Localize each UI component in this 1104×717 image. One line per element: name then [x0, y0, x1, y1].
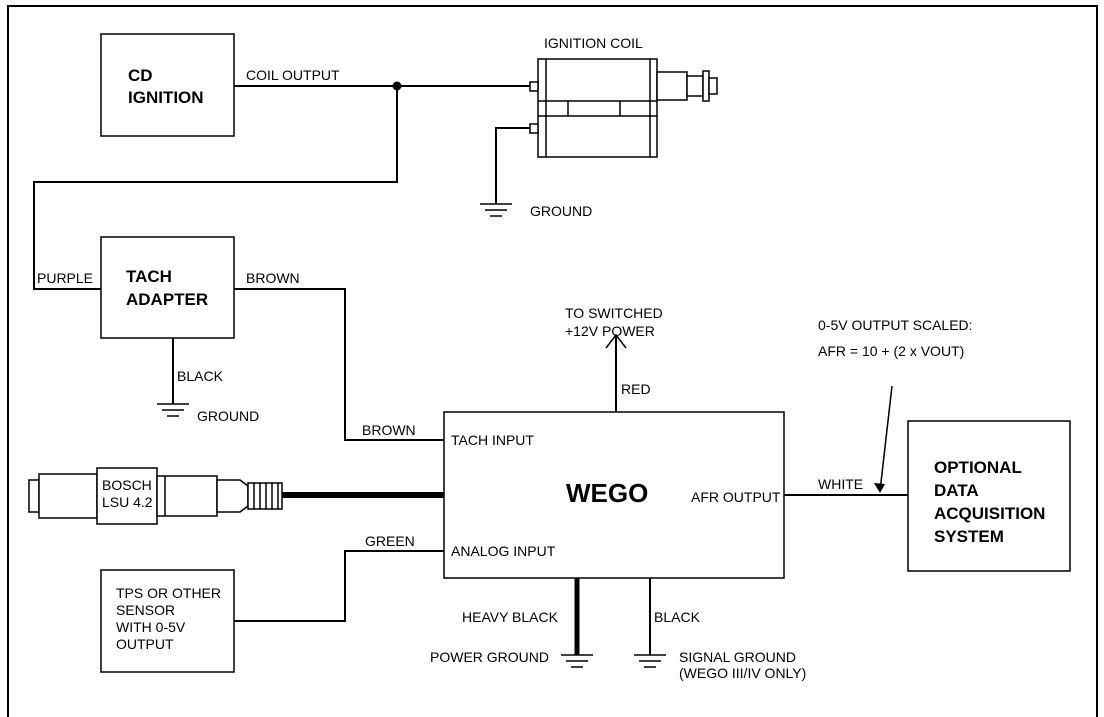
coil-ground-label: GROUND: [530, 203, 592, 219]
switched-power-line1: TO SWITCHED: [565, 305, 663, 321]
coil-output-label: COIL OUTPUT: [246, 67, 340, 83]
data-acquisition-label-line2: DATA: [934, 481, 979, 500]
brown-wire-label-bottom: BROWN: [362, 422, 416, 438]
data-acquisition-box: OPTIONAL DATA ACQUISITION SYSTEM: [907, 420, 1071, 572]
pointer-line: [879, 385, 893, 492]
data-acquisition-label-line1: OPTIONAL: [934, 458, 1022, 477]
signal-ground-icon: [634, 654, 666, 668]
purple-wire-label: PURPLE: [37, 270, 93, 286]
cd-ignition-box: CD IGNITION: [100, 33, 235, 137]
diagram-frame: [7, 5, 1098, 717]
red-wire-label: RED: [621, 381, 651, 397]
bosch-sensor-label-line1: BOSCH: [102, 477, 152, 493]
data-acquisition-label-line3: ACQUISITION: [934, 504, 1045, 523]
signal-ground-label-line2: (WEGO III/IV ONLY): [679, 665, 806, 681]
afr-output-label: AFR OUTPUT: [691, 489, 781, 505]
switched-power-line2: +12V POWER: [565, 323, 655, 339]
tach-ground-icon: [157, 403, 189, 417]
cd-ignition-label-line1: CD: [128, 66, 153, 85]
analog-input-label: ANALOG INPUT: [451, 543, 556, 559]
tach-adapter-label-line1: TACH: [126, 267, 172, 286]
tps-sensor-label-line3: WITH 0-5V: [116, 619, 186, 635]
green-wire: [234, 550, 444, 622]
green-wire-label: GREEN: [365, 533, 415, 549]
coil-ground-wire: [495, 127, 530, 204]
purple-wire: [33, 86, 398, 290]
heavy-black-label: HEAVY BLACK: [462, 609, 559, 625]
tps-sensor-label-line1: TPS OR OTHER: [116, 585, 221, 601]
brown-wire-label-top: BROWN: [246, 270, 300, 286]
tach-adapter-box: TACH ADAPTER: [100, 236, 235, 339]
power-ground-label: POWER GROUND: [430, 649, 549, 665]
tach-ground-label: GROUND: [197, 408, 259, 424]
signal-ground-label-line1: SIGNAL GROUND: [679, 649, 796, 665]
bosch-sensor-label-line2: LSU 4.2: [102, 494, 153, 510]
output-scaled-line1: 0-5V OUTPUT SCALED:: [818, 317, 973, 333]
tps-sensor-box: TPS OR OTHER SENSOR WITH 0-5V OUTPUT: [100, 569, 235, 673]
tach-input-label: TACH INPUT: [451, 432, 534, 448]
brown-wire: [234, 288, 444, 441]
arrow-up-icon: [605, 333, 627, 349]
cd-ignition-label-line2: IGNITION: [128, 88, 204, 107]
white-wire-label: WHITE: [818, 476, 863, 492]
tach-black-label: BLACK: [177, 368, 224, 384]
signal-black-label: BLACK: [654, 609, 701, 625]
tach-adapter-label-line2: ADAPTER: [126, 290, 208, 309]
coil-ground-icon: [480, 203, 512, 217]
arrow-down-icon: [874, 483, 885, 493]
tps-sensor-label-line4: OUTPUT: [116, 636, 174, 652]
tps-sensor-label-line2: SENSOR: [116, 602, 175, 618]
output-scaled-line2: AFR = 10 + (2 x VOUT): [818, 343, 964, 359]
data-acquisition-label-line4: SYSTEM: [934, 527, 1004, 546]
bosch-sensor-icon: [28, 467, 283, 525]
ignition-coil-label: IGNITION COIL: [544, 35, 643, 51]
power-ground-icon: [561, 654, 593, 668]
wego-title: WEGO: [566, 478, 648, 508]
ignition-coil-icon: [529, 58, 718, 158]
wego-box: WEGO TACH INPUT ANALOG INPUT AFR OUTPUT: [443, 411, 785, 579]
